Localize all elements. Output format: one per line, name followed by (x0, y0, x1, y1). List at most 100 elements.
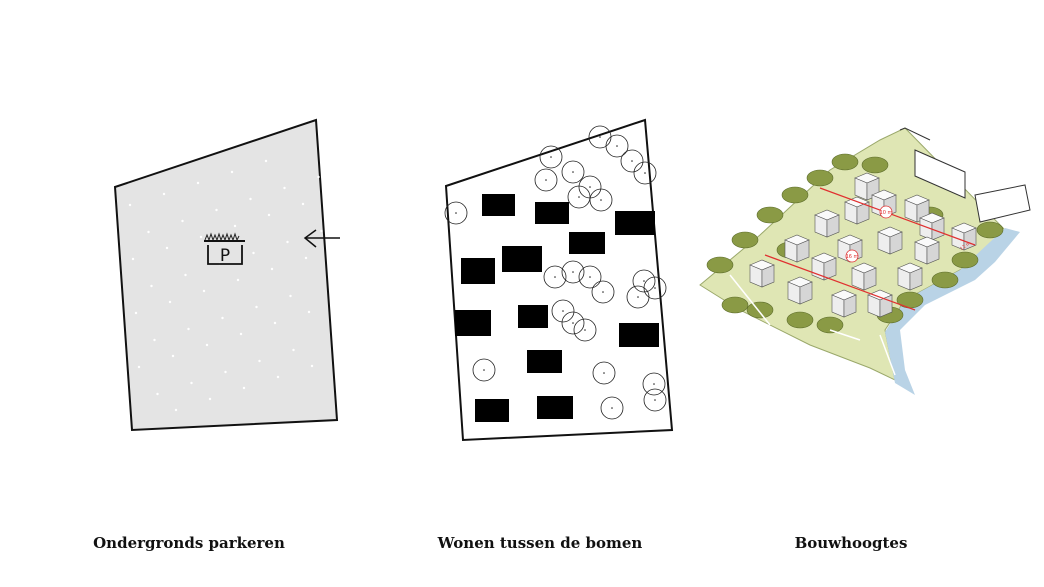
svg-text:10 m: 10 m (880, 210, 893, 216)
building-block (475, 399, 509, 422)
tree-circle (567, 185, 591, 209)
dot (236, 278, 240, 282)
dot (267, 213, 271, 217)
tree-center (603, 372, 605, 374)
dot (215, 208, 218, 212)
dot (153, 338, 156, 342)
tree-circle (539, 145, 563, 169)
measurement-label-16m: 16 m (846, 249, 859, 263)
tree-center (600, 199, 602, 201)
dot (196, 181, 200, 185)
dot (171, 354, 175, 358)
tree (861, 156, 889, 174)
water (885, 228, 1020, 395)
dot (181, 219, 184, 223)
plot-outline (113, 118, 339, 432)
tree-center (572, 322, 574, 324)
building-block (615, 211, 655, 235)
tree-circle (643, 388, 667, 412)
svg-text:16 m: 16 m (846, 254, 859, 260)
tree-center (644, 172, 646, 174)
dot (128, 203, 132, 207)
building-block (461, 258, 495, 284)
dot (273, 321, 277, 325)
tree-circle (561, 160, 585, 184)
dot (184, 273, 187, 277)
dot (317, 175, 320, 179)
dot-pattern (128, 159, 323, 412)
measurement-lines (764, 187, 976, 311)
tree-circle (573, 318, 597, 342)
tree-center (653, 383, 655, 385)
dot (137, 365, 141, 369)
block-side (931, 217, 945, 241)
tree-center (550, 156, 552, 158)
tree-center (572, 171, 574, 173)
arrow-left-icon (303, 229, 340, 248)
tree-circle (578, 265, 602, 289)
building-block (518, 305, 548, 328)
tree-center (578, 196, 580, 198)
block-side (796, 239, 810, 263)
dot (205, 343, 209, 347)
tree-circle (534, 168, 558, 192)
dot (304, 256, 308, 260)
dot (258, 359, 261, 363)
dot (221, 316, 224, 320)
tree (931, 271, 959, 289)
tree-center (455, 212, 457, 214)
tree-circle (626, 285, 650, 309)
dot (242, 386, 246, 390)
tree-circle (543, 265, 567, 289)
tree (806, 169, 834, 187)
tree-circle (591, 280, 615, 304)
dot (187, 327, 190, 331)
block-side (889, 231, 903, 255)
dot (301, 202, 305, 206)
existing-buildings (899, 127, 1031, 223)
tree (731, 231, 759, 249)
building-block (455, 310, 491, 336)
dot (147, 230, 150, 234)
tree-center (643, 280, 645, 282)
building-block (537, 396, 573, 419)
apartment-blocks (749, 172, 977, 318)
dot (289, 294, 292, 298)
tree-center (584, 329, 586, 331)
measurement-label-12m: 12 m (959, 240, 972, 252)
tree-center (562, 310, 564, 312)
dot (320, 229, 323, 233)
dot (156, 392, 159, 396)
tree (896, 291, 924, 309)
dot (233, 224, 237, 228)
tree-circle (592, 361, 616, 385)
tree (781, 186, 809, 204)
measurement-label-10m: 10 m (880, 205, 893, 219)
tree-center (483, 369, 485, 371)
dot (283, 186, 286, 190)
tree (831, 153, 859, 171)
caption-building-heights: Bouwhoogtes (794, 534, 908, 552)
tree-center (589, 186, 591, 188)
building-block (502, 246, 542, 272)
dot (199, 235, 203, 239)
panel-underground-parking: P (113, 118, 340, 432)
tree-center (611, 407, 613, 409)
panel-living-between-trees (444, 118, 674, 442)
dot (174, 408, 178, 412)
tree (746, 301, 774, 319)
tree-circle (632, 269, 656, 293)
tree-center (545, 179, 547, 181)
building-blocks (455, 194, 659, 422)
dot (162, 192, 166, 196)
block-side (761, 264, 775, 288)
tree-circle (605, 134, 629, 158)
dot (255, 305, 258, 309)
tree-circle (561, 260, 585, 284)
building-block (482, 194, 515, 216)
block-side (863, 267, 877, 291)
dot (239, 332, 243, 336)
tree (951, 251, 979, 269)
block-side (843, 294, 857, 318)
